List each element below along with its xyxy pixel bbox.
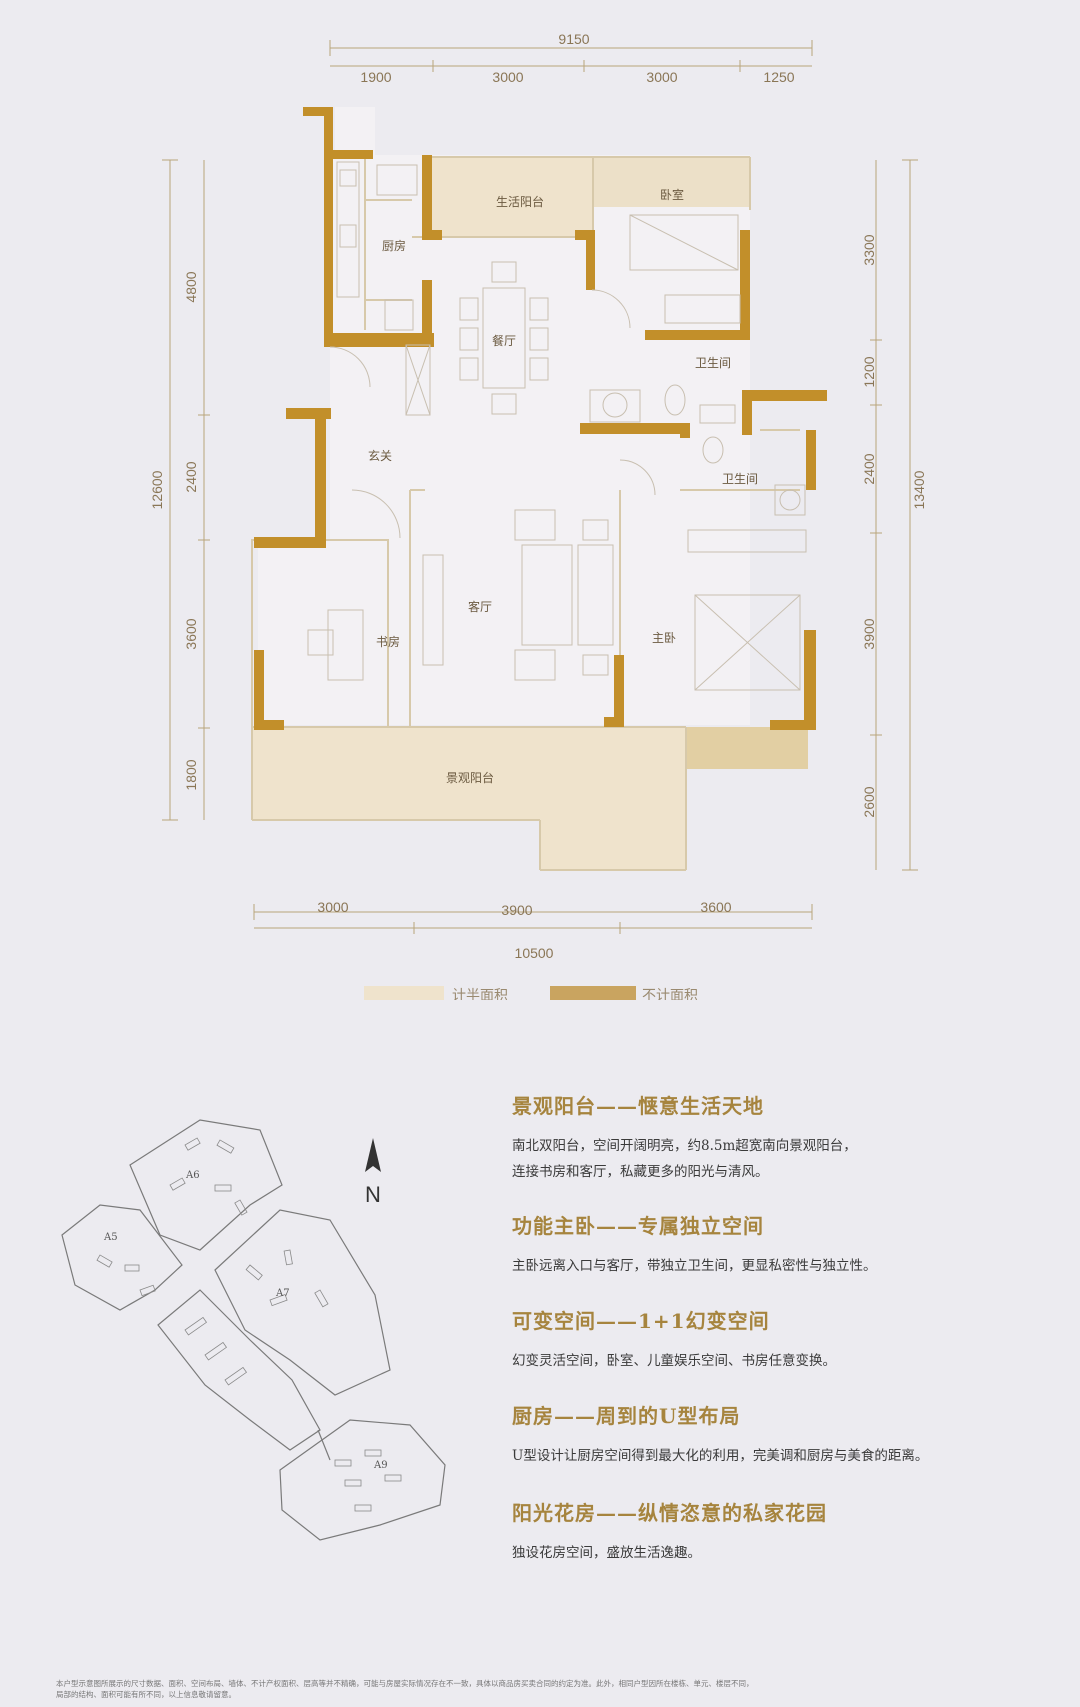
label-study: 书房 (376, 634, 400, 649)
dim-top-1: 1900 (360, 69, 391, 85)
footnote-line-2: 局部的结构、面积可能有所不同，以上信息敬请留意。 (56, 1690, 236, 1699)
dim-right-2: 1200 (861, 356, 877, 387)
block-center-outline (157, 1289, 321, 1451)
label-bath1: 卫生间 (695, 356, 731, 370)
dim-right-4: 3900 (861, 618, 877, 649)
dim-left-3: 3600 (183, 618, 199, 649)
furniture (307, 161, 807, 691)
floor-fills (252, 107, 808, 870)
feature-master-title: 功能主卧——专属独立空间 (512, 1214, 764, 1238)
feature-garden-title: 阳光花房——纵情恣意的私家花园 (512, 1501, 827, 1525)
feature-flex: 可变空间——1+1幻变空间 幻变灵活空间，卧室、儿童娱乐空间、书房任意变换。 (512, 1305, 1032, 1374)
label-balcony-life: 生活阳台 (496, 194, 544, 209)
dim-right-total: 13400 (911, 470, 927, 509)
site-label-a6: A6 (185, 1170, 200, 1181)
site-label-a5: A5 (103, 1232, 118, 1243)
feature-master: 功能主卧——专属独立空间 主卧远离入口与客厅，带独立卫生间，更显私密性与独立性。 (512, 1210, 1032, 1279)
feature-balcony: 景观阳台——惬意生活天地 南北双阳台，空间开阔明亮，约8.5m超宽南向景观阳台，… (512, 1090, 1032, 1185)
feature-flex-line-1: 幻变灵活空间，卧室、儿童娱乐空间、书房任意变换。 (512, 1353, 836, 1369)
feature-kitchen-line-1: U型设计让厨房空间得到最大化的利用，完美调和厨房与美食的距离。 (512, 1448, 929, 1464)
floor-plan: 9150 1900 3000 3000 1250 3000 3900 3600 … (149, 31, 927, 1000)
dimension-lines (162, 40, 918, 934)
legend-none-swatch (550, 986, 636, 1000)
dim-bottom-3: 3600 (700, 899, 731, 915)
label-dining: 餐厅 (492, 333, 516, 348)
feature-balcony-line-2: 连接书房和客厅，私藏更多的阳光与清风。 (512, 1164, 769, 1180)
dim-top-3: 3000 (646, 69, 677, 85)
feature-garden: 阳光花房——纵情恣意的私家花园 独设花房空间，盛放生活逸趣。 (512, 1497, 1032, 1566)
feature-kitchen: 厨房——周到的U型布局 U型设计让厨房空间得到最大化的利用，完美调和厨房与美食的… (512, 1400, 1032, 1469)
dim-left-total: 12600 (149, 470, 165, 509)
feature-balcony-title: 景观阳台——惬意生活天地 (512, 1094, 764, 1118)
block-a9-outline (279, 1419, 446, 1541)
feature-kitchen-title: 厨房——周到的U型布局 (512, 1404, 741, 1428)
legend-half-swatch (364, 986, 444, 1000)
balcony-life-fill (428, 157, 593, 237)
label-bath2: 卫生间 (722, 472, 758, 486)
dim-bottom-total: 10500 (515, 945, 554, 961)
label-master: 主卧 (652, 631, 676, 645)
compass-north-label: N (365, 1182, 381, 1207)
dim-right-1: 3300 (861, 234, 877, 265)
dim-right-5: 2600 (861, 786, 877, 817)
balcony-view-fill (252, 727, 686, 870)
dim-left-2: 2400 (183, 461, 199, 492)
feature-master-line-1: 主卧远离入口与客厅，带独立卫生间，更显私密性与独立性。 (512, 1258, 877, 1274)
dim-top-4: 1250 (763, 69, 794, 85)
disclaimer-footnote: 本户型示意图所展示的尺寸数据、面积、空间布局、墙体、不计产权面积、层高等并不精确… (56, 1678, 1036, 1700)
feature-balcony-line-1: 南北双阳台，空间开阔明亮，约8.5m超宽南向景观阳台， (512, 1138, 857, 1154)
legend-half-label: 计半面积 (452, 988, 508, 1000)
site-label-a7: A7 (275, 1288, 290, 1299)
block-a6-outline (129, 1119, 283, 1251)
structural-walls (254, 107, 827, 730)
label-kitchen: 厨房 (382, 238, 406, 253)
footnote-line-1: 本户型示意图所展示的尺寸数据、面积、空间布局、墙体、不计产权面积、层高等并不精确… (56, 1679, 754, 1688)
compass-icon: N (365, 1138, 381, 1207)
dim-left-4: 1800 (183, 759, 199, 790)
dim-right-3: 2400 (861, 453, 877, 484)
dim-top-2: 3000 (492, 69, 523, 85)
feature-flex-title: 可变空间——1+1幻变空间 (512, 1309, 770, 1333)
label-entry: 玄关 (368, 448, 392, 463)
label-bedroom: 卧室 (660, 187, 684, 202)
site-label-a9: A9 (373, 1460, 388, 1471)
dim-bottom-1: 3000 (317, 899, 348, 915)
feature-garden-line-1: 独设花房空间，盛放生活逸趣。 (512, 1545, 701, 1561)
label-balcony-view: 景观阳台 (446, 770, 494, 785)
dim-bottom-2: 3900 (501, 902, 532, 918)
dim-top-total: 9150 (558, 31, 589, 47)
block-a5-outline (61, 1204, 183, 1311)
legend-none-label: 不计面积 (642, 988, 698, 1000)
label-living: 客厅 (468, 599, 492, 614)
block-a7-outline (214, 1209, 391, 1396)
dim-left-1: 4800 (183, 271, 199, 302)
